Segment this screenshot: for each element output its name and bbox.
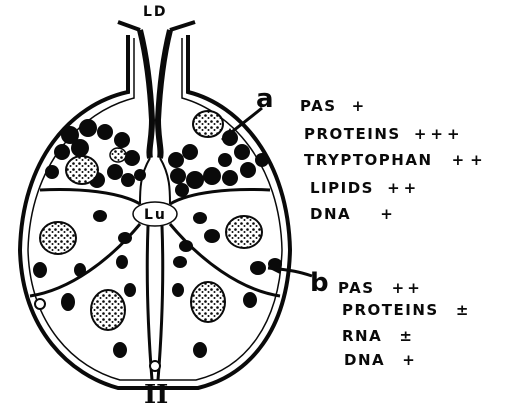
cell-wall-lower-4: [158, 226, 163, 380]
stain-row-b: DNA +: [344, 350, 416, 369]
stain-name: PROTEINS: [304, 125, 401, 143]
duct-opening: [118, 22, 195, 30]
stain-row-a: DNA +: [310, 204, 394, 223]
stain-name: PAS: [300, 97, 337, 115]
stain-score: ±: [399, 327, 413, 345]
duct-left-wall: [140, 30, 152, 158]
stain-row-a: LIPIDS ++: [310, 178, 420, 197]
stain-row-a: TRYPTOPHAN ++: [304, 150, 489, 169]
stain-score: +: [402, 351, 416, 369]
stain-row-b: PAS ++: [338, 278, 423, 297]
nucleus-cell-a-left: [66, 156, 98, 184]
nucleus-cell-a-right: [193, 111, 223, 137]
stain-name: LIPIDS: [310, 179, 374, 197]
cell-wall-lower-3: [147, 226, 152, 380]
cell-wall-duct-right: [160, 158, 170, 204]
nucleus-cell-b-3: [91, 290, 125, 330]
stain-name: RNA: [342, 327, 382, 345]
stain-row-a: PROTEINS +++: [304, 124, 464, 143]
stain-score: +: [352, 97, 366, 115]
stain-name: DNA: [310, 205, 351, 223]
stain-score: ++: [392, 279, 423, 297]
nucleus-cell-b-2: [226, 216, 262, 248]
figure-number: II: [144, 382, 168, 408]
lumen-label: Lu: [144, 208, 167, 222]
stain-row-a: PAS +: [300, 96, 366, 115]
stain-name: TRYPTOPHAN: [304, 151, 433, 169]
myoepithelial-nucleus-left: [35, 299, 45, 309]
nucleus-cell-b-4: [191, 282, 225, 322]
stain-name: PROTEINS: [342, 301, 439, 319]
nucleus-cell-a-left-2: [110, 148, 126, 162]
stain-score: ±: [456, 301, 470, 319]
stain-score: ++: [452, 151, 489, 169]
cell-wall-duct-left: [140, 158, 150, 204]
stain-score: +++: [414, 125, 464, 143]
stain-name: DNA: [344, 351, 385, 369]
pointer-b-label: b: [310, 270, 330, 296]
cell-wall-upper-left: [40, 190, 140, 204]
duct-label: LD: [143, 5, 168, 19]
duct-right-wall: [158, 30, 170, 158]
pointer-a-label: a: [256, 86, 275, 112]
myoepithelial-nucleus-bottom: [150, 361, 160, 371]
stain-row-b: PROTEINS ±: [342, 300, 470, 319]
nucleus-cell-b-1: [40, 222, 76, 254]
stain-row-b: RNA ±: [342, 326, 413, 345]
stain-name: PAS: [338, 279, 375, 297]
stain-score: +: [380, 205, 394, 223]
stain-score: ++: [387, 179, 420, 197]
